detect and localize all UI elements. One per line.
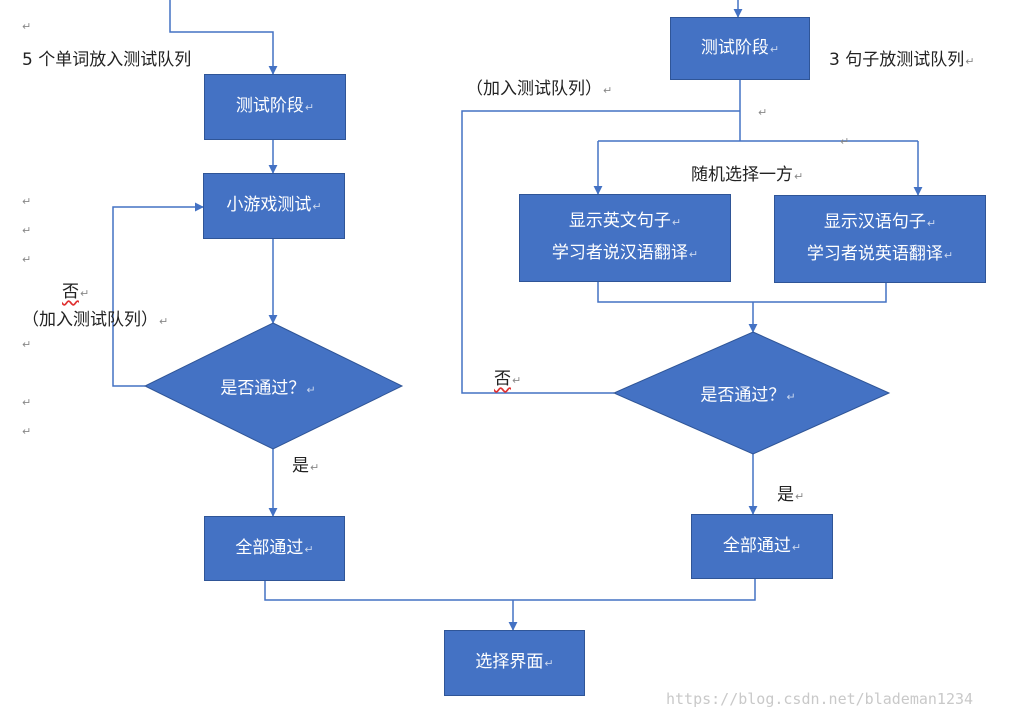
right-random-label: 随机选择一方↵ xyxy=(691,165,804,185)
paragraph-mark: ↵ xyxy=(22,425,32,438)
right-requeue-label: （加入测试队列）↵ xyxy=(466,79,613,99)
right-all-pass-box: 全部通过↵ xyxy=(691,514,833,579)
connector-right-retry-loop xyxy=(461,110,740,394)
right-test-phase-box: 测试阶段↵ xyxy=(670,17,810,80)
left-all-pass-box: 全部通过↵ xyxy=(204,516,345,581)
paragraph-mark: ↵ xyxy=(22,195,32,208)
select-screen-box: 选择界面↵ xyxy=(444,630,585,696)
paragraph-mark: ↵ xyxy=(22,20,32,33)
left-decision-text: 是否通过？↵ xyxy=(220,378,316,399)
paragraph-mark: ↵ xyxy=(22,224,32,237)
paragraph-mark: ↵ xyxy=(22,338,32,351)
left-queue-label: 5 个单词放入测试队列 xyxy=(22,50,192,70)
right-english-sentence-box: 显示英文句子↵ 学习者说汉语翻译↵ xyxy=(519,194,731,282)
right-no-label: 否↵ xyxy=(494,369,522,389)
left-requeue-label: （加入测试队列）↵ xyxy=(22,310,169,330)
left-yes-label: 是↵ xyxy=(292,456,320,476)
paragraph-mark: ↵ xyxy=(22,396,32,409)
connector-bottom-merge xyxy=(264,579,756,601)
left-mini-game-box: 小游戏测试↵ xyxy=(203,173,345,239)
right-yes-label: 是↵ xyxy=(777,485,805,505)
paragraph-mark: ↵ xyxy=(22,253,32,266)
left-no-label: 否↵ xyxy=(62,282,90,302)
right-chinese-sentence-box: 显示汉语句子↵ 学习者说英语翻译↵ xyxy=(774,195,986,283)
right-decision-text: 是否通过？↵ xyxy=(700,385,796,406)
watermark: https://blog.csdn.net/blademan1234 xyxy=(666,690,974,708)
paragraph-mark: ↵ xyxy=(758,106,768,119)
connector-right-merge xyxy=(597,282,887,303)
connector-left-retry-loop xyxy=(112,202,204,387)
paragraph-mark: ↵ xyxy=(840,135,850,148)
right-queue-label: 3 句子放测试队列↵ xyxy=(829,50,975,70)
decision-left-diamond xyxy=(143,322,404,450)
left-test-phase-box: 测试阶段↵ xyxy=(204,74,346,140)
connector-left-top xyxy=(169,0,278,75)
decision-right-diamond xyxy=(612,331,891,455)
